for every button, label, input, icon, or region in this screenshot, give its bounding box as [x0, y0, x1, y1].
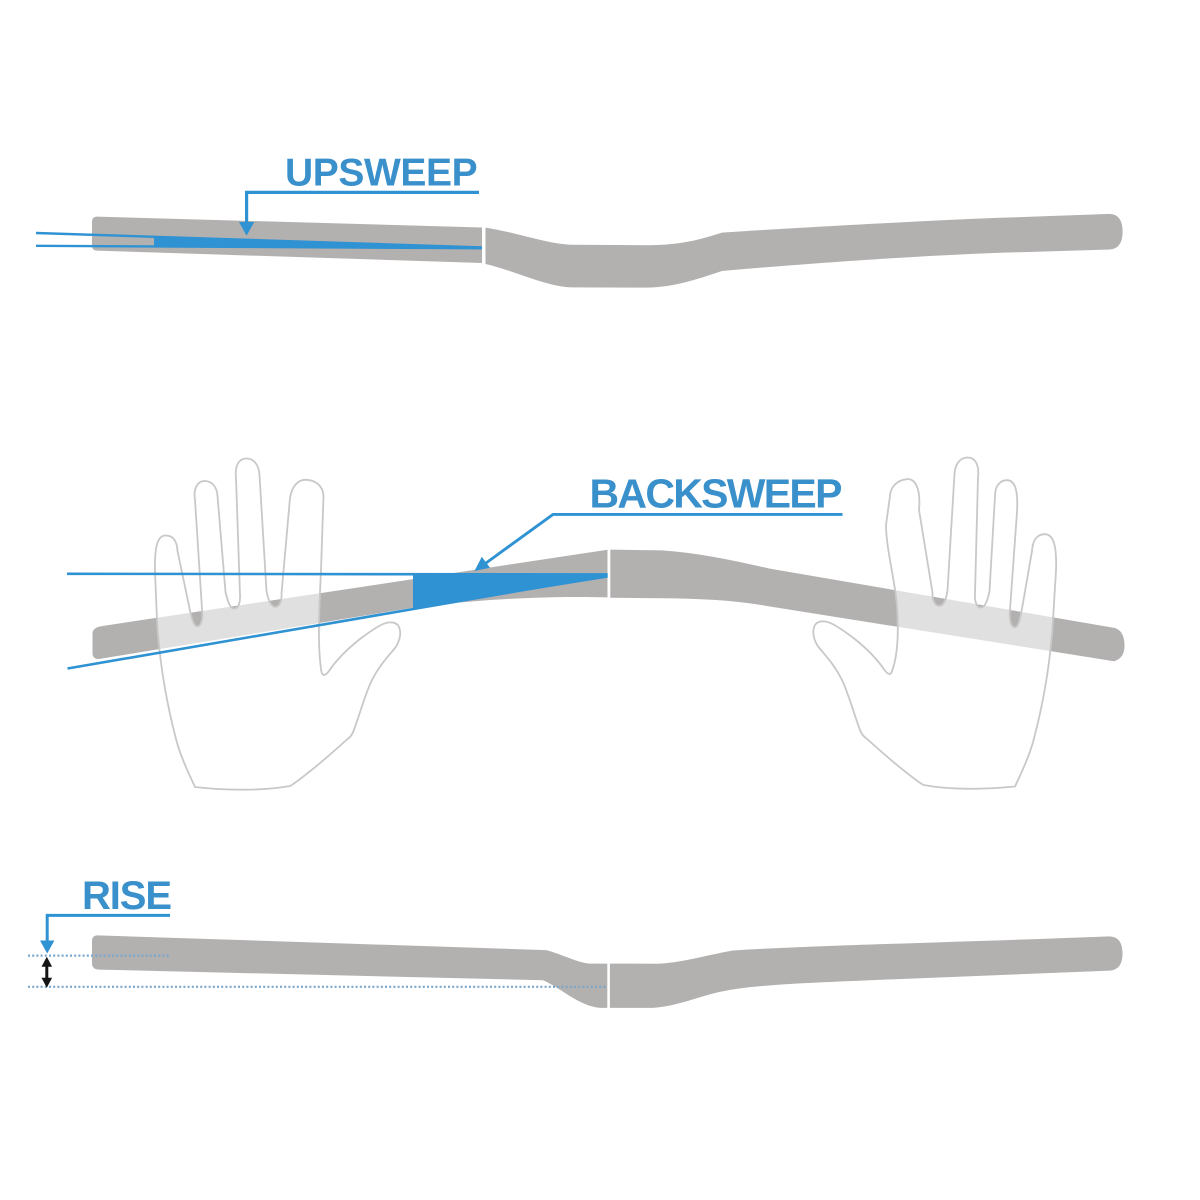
svg-text:BACKSWEEP: BACKSWEEP [590, 471, 842, 517]
svg-text:UPSWEEP: UPSWEEP [285, 152, 477, 195]
svg-text:RISE: RISE [82, 874, 171, 918]
